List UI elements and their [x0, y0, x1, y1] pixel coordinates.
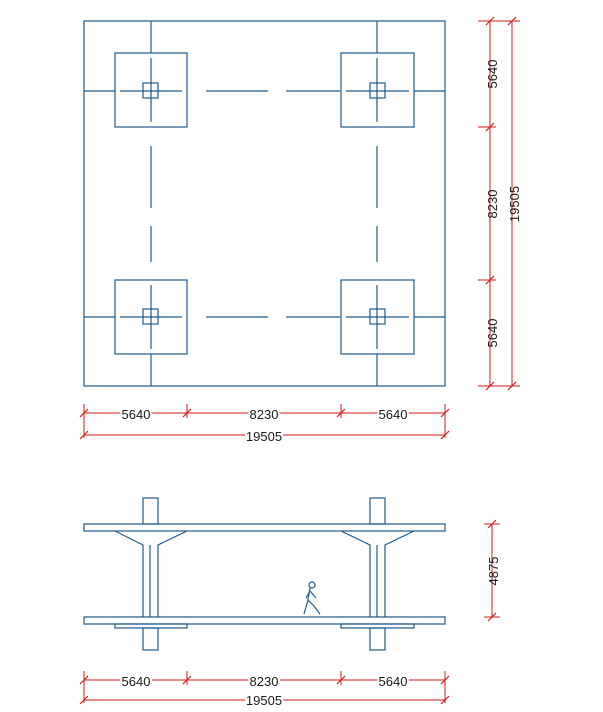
slab-outline: [83, 20, 446, 387]
plan-dim-v1: 5640: [485, 60, 500, 89]
plan-dim-h1: 5640: [122, 407, 151, 422]
section-dim-h2: 8230: [250, 674, 279, 689]
section-dim-h1: 5640: [122, 674, 151, 689]
section-dimension-height: 4875: [484, 519, 501, 622]
section-dimension-horizontal: 5640 8230 5640 19505: [79, 671, 450, 710]
plan-dim-v3: 5640: [485, 319, 500, 348]
plan-dimension-horizontal: 5640 8230 5640 19505: [79, 404, 450, 446]
column-capital-tl: [114, 52, 188, 128]
plan-dimension-vertical: 5640 8230 5640 19505: [478, 16, 522, 391]
roof-slab: [83, 523, 446, 532]
section-dim-h-total: 19505: [246, 693, 282, 708]
section-dim-h3: 5640: [379, 674, 408, 689]
plan-dim-h3: 5640: [379, 407, 408, 422]
plan-dim-v-total: 19505: [507, 186, 522, 222]
plan-gridlines: [84, 21, 445, 386]
column-capital-tr: [340, 52, 415, 128]
human-scale-figure: [303, 581, 321, 615]
column-capital-br: [340, 279, 415, 355]
column-right: [340, 497, 415, 651]
plan-dim-h-total: 19505: [246, 429, 282, 444]
column-capital-bl: [114, 279, 188, 355]
plan-view: [83, 20, 446, 387]
plan-dim-v2: 8230: [485, 190, 500, 219]
section-view: [83, 497, 446, 651]
plan-dim-h2: 8230: [250, 407, 279, 422]
floor-slab: [83, 616, 446, 625]
section-dim-height: 4875: [486, 557, 501, 586]
column-left: [114, 497, 188, 651]
